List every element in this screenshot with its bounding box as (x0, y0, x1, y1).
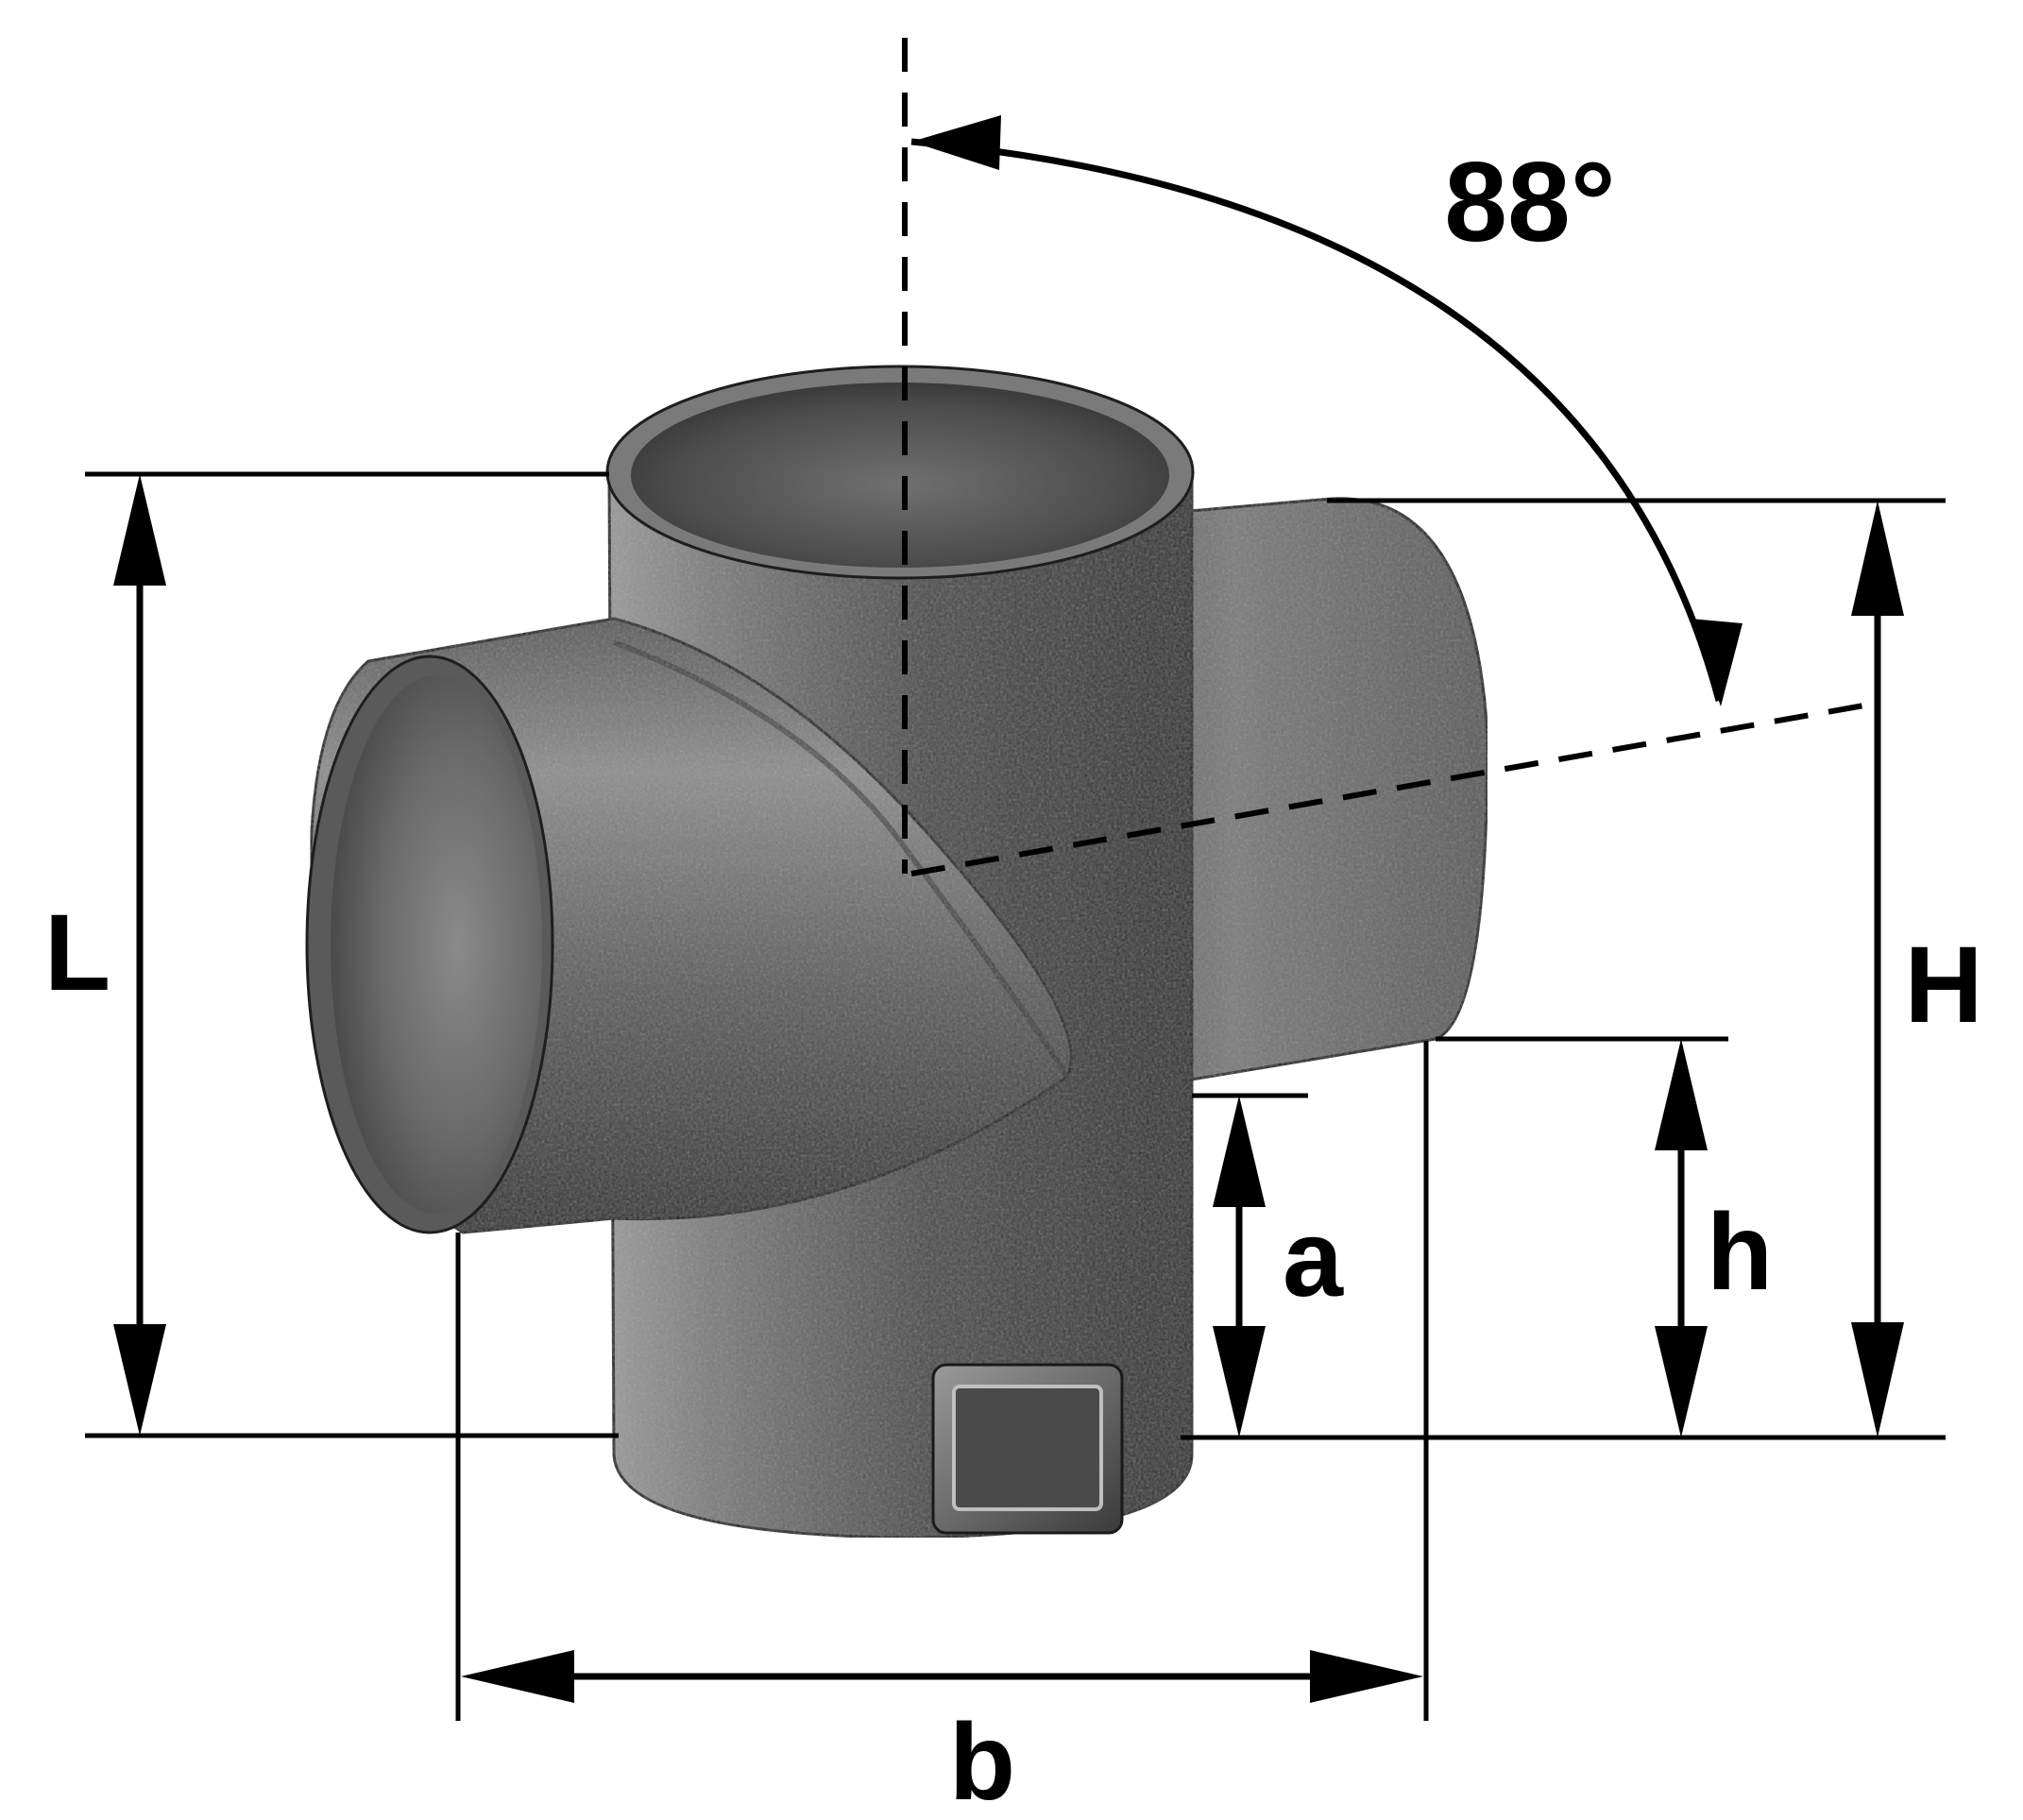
fusion-indicator-pad (931, 1363, 1124, 1535)
dimension-label-h: h (1707, 1192, 1773, 1313)
dimension-a (1192, 1093, 1308, 1437)
dimension-b (455, 1041, 1429, 1721)
angle-arrowhead-left (911, 115, 1001, 170)
left-opening-inner (331, 675, 542, 1214)
dimension-label-a: a (1283, 1199, 1344, 1319)
dimension-label-L: L (44, 893, 110, 1013)
dimension-H (1181, 498, 1946, 1440)
dimension-label-H: H (1904, 925, 1982, 1046)
top-opening-inner (631, 383, 1169, 568)
dimension-L (85, 471, 619, 1438)
dimension-h (1436, 1036, 1728, 1437)
angle-arc (910, 115, 1742, 706)
angle-arrowhead-right (1691, 619, 1742, 706)
intersection-seam (612, 639, 1070, 1079)
centerlines (902, 38, 1876, 876)
angle-label: 88° (1444, 139, 1615, 265)
dimension-label-b: b (949, 1702, 1015, 1820)
